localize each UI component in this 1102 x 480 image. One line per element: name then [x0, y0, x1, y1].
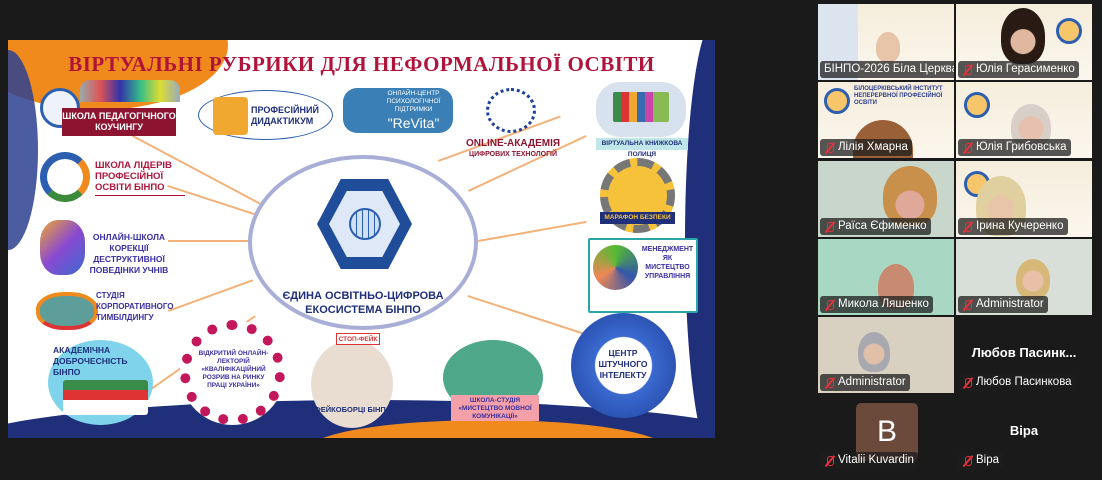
rubric-digital-tech: ЦИФРОВИХ ТЕХНОЛОГІЙ	[468, 151, 558, 158]
mic-muted-icon	[962, 64, 973, 76]
rubric-correction-school: ОНЛАЙН-ШКОЛА КОРЕКЦІЇ ДЕСТРУКТИВНОЇ ПОВЕ…	[89, 232, 169, 275]
puzzle-icon	[593, 245, 638, 290]
avatar: B	[856, 403, 918, 461]
rubric-open-lecture: ВІДКРИТИЙ ОНЛАЙН-ЛЕКТОРІЙ «КВАЛІФІКАЦІЙН…	[198, 350, 269, 389]
rubric-pedagogical-coaching: ШКОЛА ПЕДАГОГІЧНОГО КОУЧИНГУ	[62, 108, 176, 136]
rubric-management: МЕНЕДЖМЕНТ ЯК МИСТЕЦТВО УПРАВЛІННЯ	[641, 246, 694, 280]
mic-muted-icon	[824, 221, 835, 233]
hub-title-line2: ЕКОСИСТЕМА БІНПО	[305, 304, 421, 316]
mic-muted-icon	[824, 142, 835, 154]
video-tile[interactable]: Любов Пасинк... Любов Пасинкова	[956, 317, 1092, 393]
revita-badge	[343, 88, 453, 133]
decor-wave	[308, 420, 668, 438]
participant-name: Лілія Хмарна	[838, 141, 908, 153]
rubric-ai-center: ЦЕНТР ШТУЧНОГО ІНТЕЛЕКТУ	[598, 348, 648, 380]
connector-line	[478, 220, 587, 242]
video-tile[interactable]: БІНПО-2026 Біла Церква	[818, 4, 954, 80]
participant-display-name: Віра	[1009, 423, 1039, 438]
rubric-virtual-bookshelf: ВІРТУАЛЬНА КНИЖКОВА ПОЛИЦЯ	[596, 138, 688, 158]
video-tile[interactable]: B Vitalii Kuvardin	[818, 395, 954, 471]
video-tile[interactable]: Administrator	[818, 317, 954, 393]
video-tile[interactable]: Раїса Єфименко	[818, 161, 954, 237]
participant-display-name: Любов Пасинк...	[971, 345, 1077, 360]
rubric-fakefighters: ФЕЙКОБОРЦІ БІНПО	[314, 405, 392, 414]
rubric-teambuilding: СТУДІЯ КОРПОРАТИВНОГО ТИМБІЛДИНГУ	[96, 291, 174, 322]
mic-muted-icon	[962, 299, 973, 311]
rubric-academic-integrity: АКАДЕМІЧНА ДОБРОЧЕСНІСТЬ БІНПО	[53, 345, 128, 377]
rubric-revita-label: ОНЛАЙН-ЦЕНТР ПСИХОЛОГІЧНОЇ ПІДТРИМКИ	[386, 90, 441, 113]
stop-fake-label: СТОП-ФЕЙК	[336, 333, 380, 345]
rubric-language-studio: ШКОЛА-СТУДІЯ «МИСТЕЦТВО МОВНОЇ КОМУНІКАЦ…	[451, 395, 539, 421]
head-puzzle-icon	[40, 220, 85, 275]
participant-video	[1016, 259, 1050, 299]
video-tile[interactable]: Віра Віра	[956, 395, 1092, 471]
mic-muted-icon	[824, 299, 835, 311]
mic-muted-icon	[962, 142, 973, 154]
mic-muted-icon	[962, 221, 973, 233]
participant-video	[883, 166, 937, 226]
participant-video	[858, 332, 890, 372]
book-icon	[213, 97, 248, 135]
participant-name: Микола Ляшенко	[838, 298, 929, 310]
books	[613, 92, 669, 122]
participant-name: Юлія Герасименко	[976, 63, 1075, 75]
participant-name: БІНПО-2026 Біла Церква	[820, 61, 954, 78]
connector-line	[168, 240, 253, 242]
rubric-professional-didacticum: ПРОФЕСІЙНИЙ ДИДАКТИКУМ	[251, 105, 319, 126]
participant-video	[1001, 8, 1045, 64]
participant-name: Віра	[976, 454, 1000, 466]
video-tile[interactable]: Юлія Грибовська	[956, 82, 1092, 158]
lecture-ring	[180, 320, 285, 425]
network-icon	[486, 88, 536, 133]
mic-muted-icon	[962, 377, 973, 389]
video-tile[interactable]: БІЛОЦЕРКІВСЬКИЙ ІНСТИТУТ НЕПЕРЕРВНОЇ ПРО…	[818, 82, 954, 158]
books-cap-icon	[63, 380, 148, 415]
mic-muted-icon	[824, 377, 835, 389]
hexagon-logo	[317, 179, 412, 269]
rubric-safety-marathon: МАРАФОН БЕЗПЕКИ	[600, 212, 675, 224]
participant-name: Любов Пасинкова	[976, 376, 1072, 388]
rubric-online-academy: ONLINE-АКАДЕМІЯ	[465, 138, 561, 149]
connector-line	[467, 295, 592, 337]
video-tile[interactable]: Administrator	[956, 239, 1092, 315]
shared-screen-slide: ВІРТУАЛЬНІ РУБРИКИ ДЛЯ НЕФОРМАЛЬНОЇ ОСВІ…	[8, 40, 715, 438]
people-icon	[80, 80, 180, 102]
globe-icon	[349, 208, 381, 240]
hub-title-line1: ЄДИНА ОСВІТНЬО-ЦИФРОВА	[282, 290, 444, 302]
participant-name: Administrator	[838, 376, 906, 388]
video-tile[interactable]: Ірина Кучеренко	[956, 161, 1092, 237]
team-icon	[36, 292, 98, 330]
participant-name: Administrator	[976, 298, 1044, 310]
mic-muted-icon	[962, 455, 973, 467]
slide-title: ВІРТУАЛЬНІ РУБРИКИ ДЛЯ НЕФОРМАЛЬНОЇ ОСВІ…	[68, 52, 655, 76]
participant-name: Ірина Кучеренко	[976, 220, 1064, 232]
mic-muted-icon	[824, 455, 835, 467]
participant-name: Юлія Грибовська	[976, 141, 1067, 153]
rubric-leaders-school: ШКОЛА ЛІДЕРІВ ПРОФЕСІЙНОЇ ОСВІТИ БІНПО	[95, 160, 185, 196]
participant-name: Раїса Єфименко	[838, 220, 927, 232]
ai-brain-icon	[571, 313, 676, 418]
gear-icon	[40, 152, 90, 202]
institute-banner-text: БІЛОЦЕРКІВСЬКИЙ ІНСТИТУТ НЕПЕРЕРВНОЇ ПРО…	[854, 86, 943, 106]
video-tile[interactable]: Юлія Герасименко	[956, 4, 1092, 80]
fake-badge	[311, 340, 393, 428]
rubric-revita-name: "ReVita"	[387, 115, 440, 131]
video-tile[interactable]: Микола Ляшенко	[818, 239, 954, 315]
participant-name: Vitalii Kuvardin	[838, 454, 914, 466]
ecosystem-hub: ЄДИНА ОСВІТНЬО-ЦИФРОВА ЕКОСИСТЕМА БІНПО	[248, 155, 478, 330]
participant-video	[876, 32, 900, 62]
